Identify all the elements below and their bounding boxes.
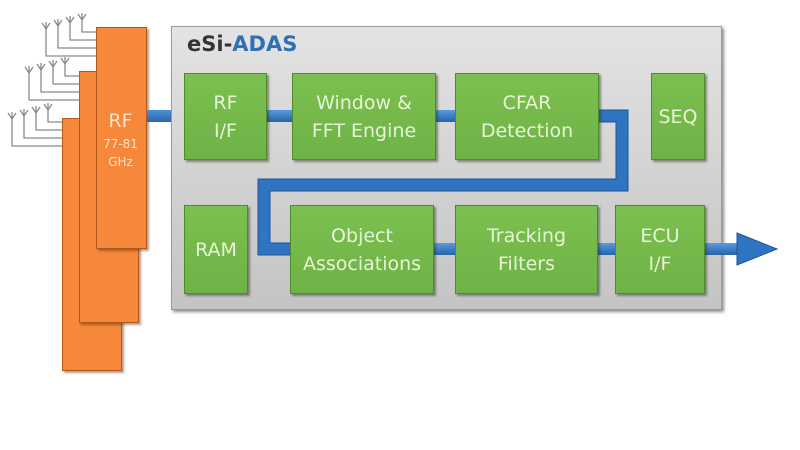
antenna-feed [45, 29, 97, 57]
antenna-icon [65, 16, 75, 25]
antenna-feed [40, 70, 80, 93]
pipe-ecu-out [703, 243, 738, 255]
antenna-icon [77, 13, 87, 22]
block-ram: RAM [184, 205, 248, 294]
antenna-icon [31, 106, 41, 115]
pipe-tracking-ecu [596, 243, 618, 255]
antenna-feed [23, 116, 63, 139]
block-rf-if: RF I/F [184, 73, 267, 160]
antenna-icon [53, 19, 63, 28]
pipe-rfif-window [265, 110, 295, 122]
antenna-icon [24, 66, 34, 75]
pipe-window-cfar [434, 110, 459, 122]
antenna-feed [35, 113, 63, 131]
antenna-icon [7, 112, 17, 121]
pipe-object-tracking [432, 243, 459, 255]
pipe-segments [257, 109, 779, 266]
rf-label: RF [108, 110, 133, 132]
antenna-feed [28, 73, 80, 101]
rf-card-1 [96, 27, 147, 249]
antenna-feed [69, 23, 97, 41]
antenna-feed [64, 64, 80, 77]
chip-title: eSi-ADAS [187, 32, 298, 56]
antenna-icon [19, 109, 29, 118]
block-window-fft: Window & FFT Engine [292, 73, 436, 160]
antenna-icon [60, 57, 70, 66]
output-arrow-icon [736, 232, 779, 266]
antenna-feed [11, 119, 63, 147]
antenna-feed [81, 20, 97, 33]
block-ecu-if: ECU I/F [615, 205, 705, 294]
antenna-feed [47, 110, 63, 123]
antenna-icon [36, 63, 46, 72]
antenna-feed [52, 67, 80, 85]
rf-frequency-unit: GHz [108, 155, 133, 169]
rf-frequency: 77-81 [103, 137, 138, 151]
block-tracking-filters: Tracking Filters [455, 205, 598, 294]
antenna-icon [41, 22, 51, 31]
block-cfar-detection: CFAR Detection [455, 73, 599, 160]
block-seq: SEQ [651, 73, 705, 160]
antenna-icon [48, 60, 58, 69]
block-object-associations: Object Associations [290, 205, 434, 294]
antenna-icon [43, 103, 53, 112]
antenna-feed [57, 26, 97, 49]
